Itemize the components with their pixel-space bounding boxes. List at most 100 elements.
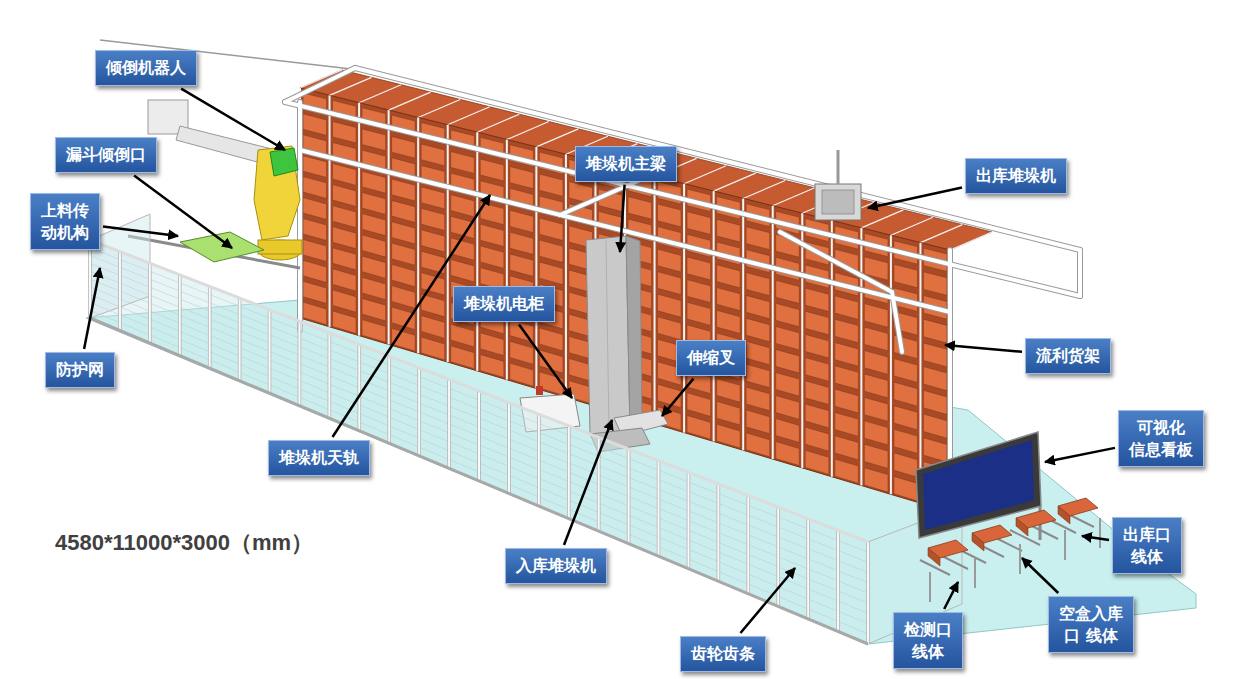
- rack-post: [476, 132, 478, 371]
- dimension-text: 4580*11000*3000（mm）: [55, 528, 313, 558]
- fence-post-outline: [567, 426, 571, 519]
- leader-arrow: [181, 89, 285, 150]
- rack-post: [772, 206, 774, 459]
- storage-bin: [687, 280, 711, 303]
- storage-bin: [776, 419, 800, 443]
- storage-bin: [923, 343, 947, 367]
- rack-top-post: [920, 225, 962, 243]
- leader-arrow: [103, 226, 178, 236]
- fence-post-outline: [477, 391, 481, 481]
- beam: [780, 232, 892, 292]
- storage-bin: [746, 364, 770, 388]
- fence-wire: [90, 287, 868, 603]
- storage-bin: [717, 310, 741, 333]
- fence-post-outline: [747, 496, 751, 594]
- storage-bin: [392, 222, 416, 244]
- storage-bin: [776, 396, 800, 420]
- storage-bin: [510, 232, 534, 255]
- storage-bin: [362, 214, 386, 236]
- rack-post: [388, 110, 390, 344]
- beam: [1078, 250, 1082, 296]
- fence-post-outline: [118, 252, 122, 331]
- fence-post: [298, 321, 300, 405]
- conveyor-lines: [920, 498, 1100, 602]
- storage-bin: [805, 450, 829, 474]
- callout-text: 上料传 动机构: [41, 200, 89, 243]
- fence-post: [388, 356, 390, 443]
- fence-post: [807, 519, 809, 619]
- storage-bin: [805, 358, 829, 382]
- beam: [298, 102, 302, 330]
- storage-bin: [362, 298, 386, 321]
- storage-bin: [923, 367, 947, 391]
- beam-outline: [285, 102, 1080, 296]
- beam: [285, 68, 355, 102]
- fence-post-outline: [238, 298, 242, 381]
- storage-bin: [451, 195, 475, 217]
- rack-top-post: [950, 232, 992, 250]
- fence-post: [328, 333, 330, 418]
- storage-bin: [392, 179, 416, 201]
- rack-top-post: [684, 166, 726, 184]
- storage-bin: [628, 197, 652, 220]
- fence-wire: [90, 310, 868, 634]
- leader-arrow: [564, 420, 612, 545]
- storage-bin: [746, 318, 770, 342]
- storage-bin: [864, 397, 888, 421]
- fence-post: [687, 472, 689, 568]
- callout-text: 堆垛机主梁: [586, 153, 666, 175]
- leader-arrow: [944, 582, 958, 609]
- leader-arrow: [662, 379, 693, 416]
- leader-arrow: [868, 188, 962, 208]
- fence-wire: [90, 295, 868, 614]
- fence-post-outline: [836, 530, 840, 631]
- fence-post-outline: [298, 321, 302, 405]
- storage-bin: [687, 302, 711, 325]
- storage-bin: [717, 401, 741, 425]
- fence-post: [179, 275, 181, 356]
- storage-bin: [687, 393, 711, 417]
- rack-post: [535, 147, 537, 389]
- rack-top-post: [359, 85, 401, 103]
- bin-side: [1016, 518, 1028, 536]
- storage-bin: [480, 354, 504, 377]
- storage-bin: [392, 136, 416, 158]
- fence-post-outline: [208, 286, 212, 368]
- storage-bin: [776, 303, 800, 327]
- storage-bin: [776, 372, 800, 396]
- outbound-stacker: [815, 150, 861, 220]
- leader-arrow: [134, 176, 232, 248]
- storage-bin: [923, 390, 947, 414]
- storage-bin: [687, 212, 711, 235]
- fence-post-outline: [806, 519, 810, 619]
- fence-post-outline: [776, 507, 780, 606]
- callout-box: 堆垛机天轨: [268, 440, 370, 476]
- storage-bin: [362, 320, 386, 343]
- fence-post: [209, 286, 211, 368]
- storage-bin: [805, 427, 829, 451]
- fence-post: [269, 310, 271, 394]
- storage-bin: [776, 349, 800, 373]
- callout-text: 齿轮齿条: [691, 643, 755, 665]
- storage-bin: [746, 295, 770, 318]
- storage-bin: [480, 333, 504, 356]
- storage-bin: [746, 433, 770, 457]
- storage-bin: [451, 346, 475, 369]
- callout-text: 流利货架: [1036, 345, 1100, 367]
- callout-box: 检测口 线体: [893, 612, 963, 669]
- hopper: [180, 232, 264, 262]
- conveyor-leg: [1099, 518, 1101, 548]
- rack-top-post: [418, 99, 460, 117]
- rack-post: [329, 95, 331, 326]
- storage-bin: [864, 374, 888, 398]
- storage-bin: [658, 204, 682, 227]
- fence-post: [448, 379, 450, 468]
- callout-text: 堆垛机天轨: [279, 447, 359, 469]
- storage-bin: [776, 442, 800, 466]
- callout-text: 入库堆垛机: [516, 555, 596, 577]
- fence-post: [538, 414, 540, 506]
- fence-post: [89, 240, 91, 318]
- rack-post: [742, 198, 744, 450]
- rack-top-post: [448, 107, 490, 125]
- storage-bin: [805, 404, 829, 428]
